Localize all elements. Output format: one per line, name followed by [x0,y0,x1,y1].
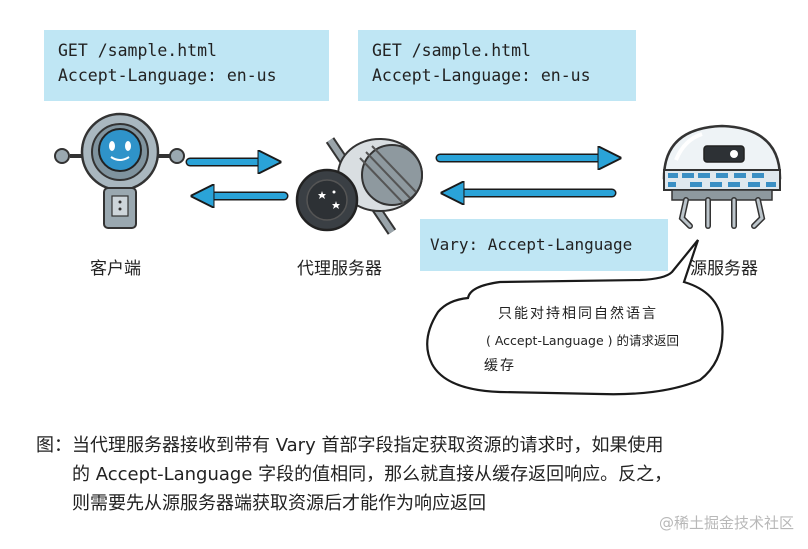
watermark: @稀土掘金技术社区 [658,514,794,532]
vary-response-box: Vary: Accept-Language [420,219,668,271]
proxy-label: 代理服务器 [297,259,382,279]
bubble-text-line: 只能对持相同自然语言 [498,306,658,322]
caption-line: 的 Accept-Language 字段的值相同，那么就直接从缓存返回响应。反之… [72,464,673,485]
caption-line: 则需要先从源服务器端获取资源后才能作为响应返回 [72,493,486,514]
client-robot-icon [54,112,185,229]
proxy-server-icon [295,137,423,235]
bubble-text-line: ( Accept-Language ) 的请求返回 [486,333,679,348]
speech-bubble [426,239,724,396]
origin-server-icon [662,124,782,229]
origin-label: 源服务器 [690,259,758,279]
request-line: GET /sample.html [372,41,531,60]
proxy-request-box: GET /sample.html Accept-Language: en-us [358,30,636,101]
bubble-text-line: 缓存 [484,358,516,374]
request-line: GET /sample.html [58,41,217,60]
request-header-line: Accept-Language: en-us [58,66,277,85]
request-header-line: Accept-Language: en-us [372,66,591,85]
caption-line: 图：当代理服务器接收到带有 Vary 首部字段指定获取资源的请求时，如果使用 [36,435,664,456]
client-request-box: GET /sample.html Accept-Language: en-us [44,30,329,101]
client-label: 客户端 [90,259,141,279]
